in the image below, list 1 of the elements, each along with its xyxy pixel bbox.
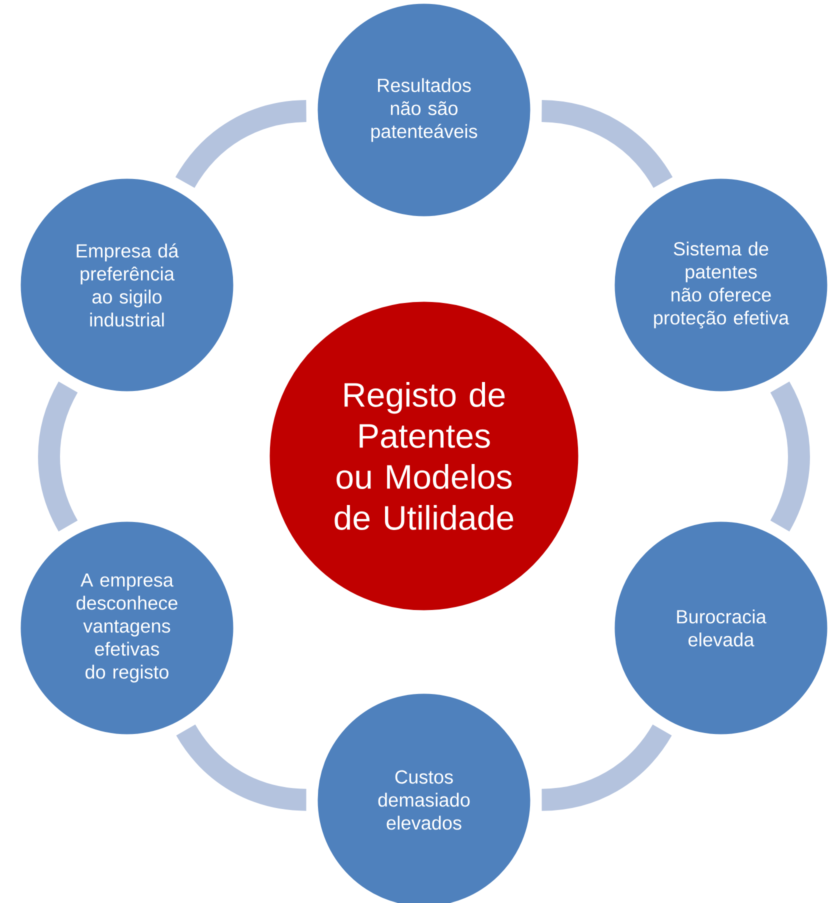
ring-segment [541,100,672,188]
